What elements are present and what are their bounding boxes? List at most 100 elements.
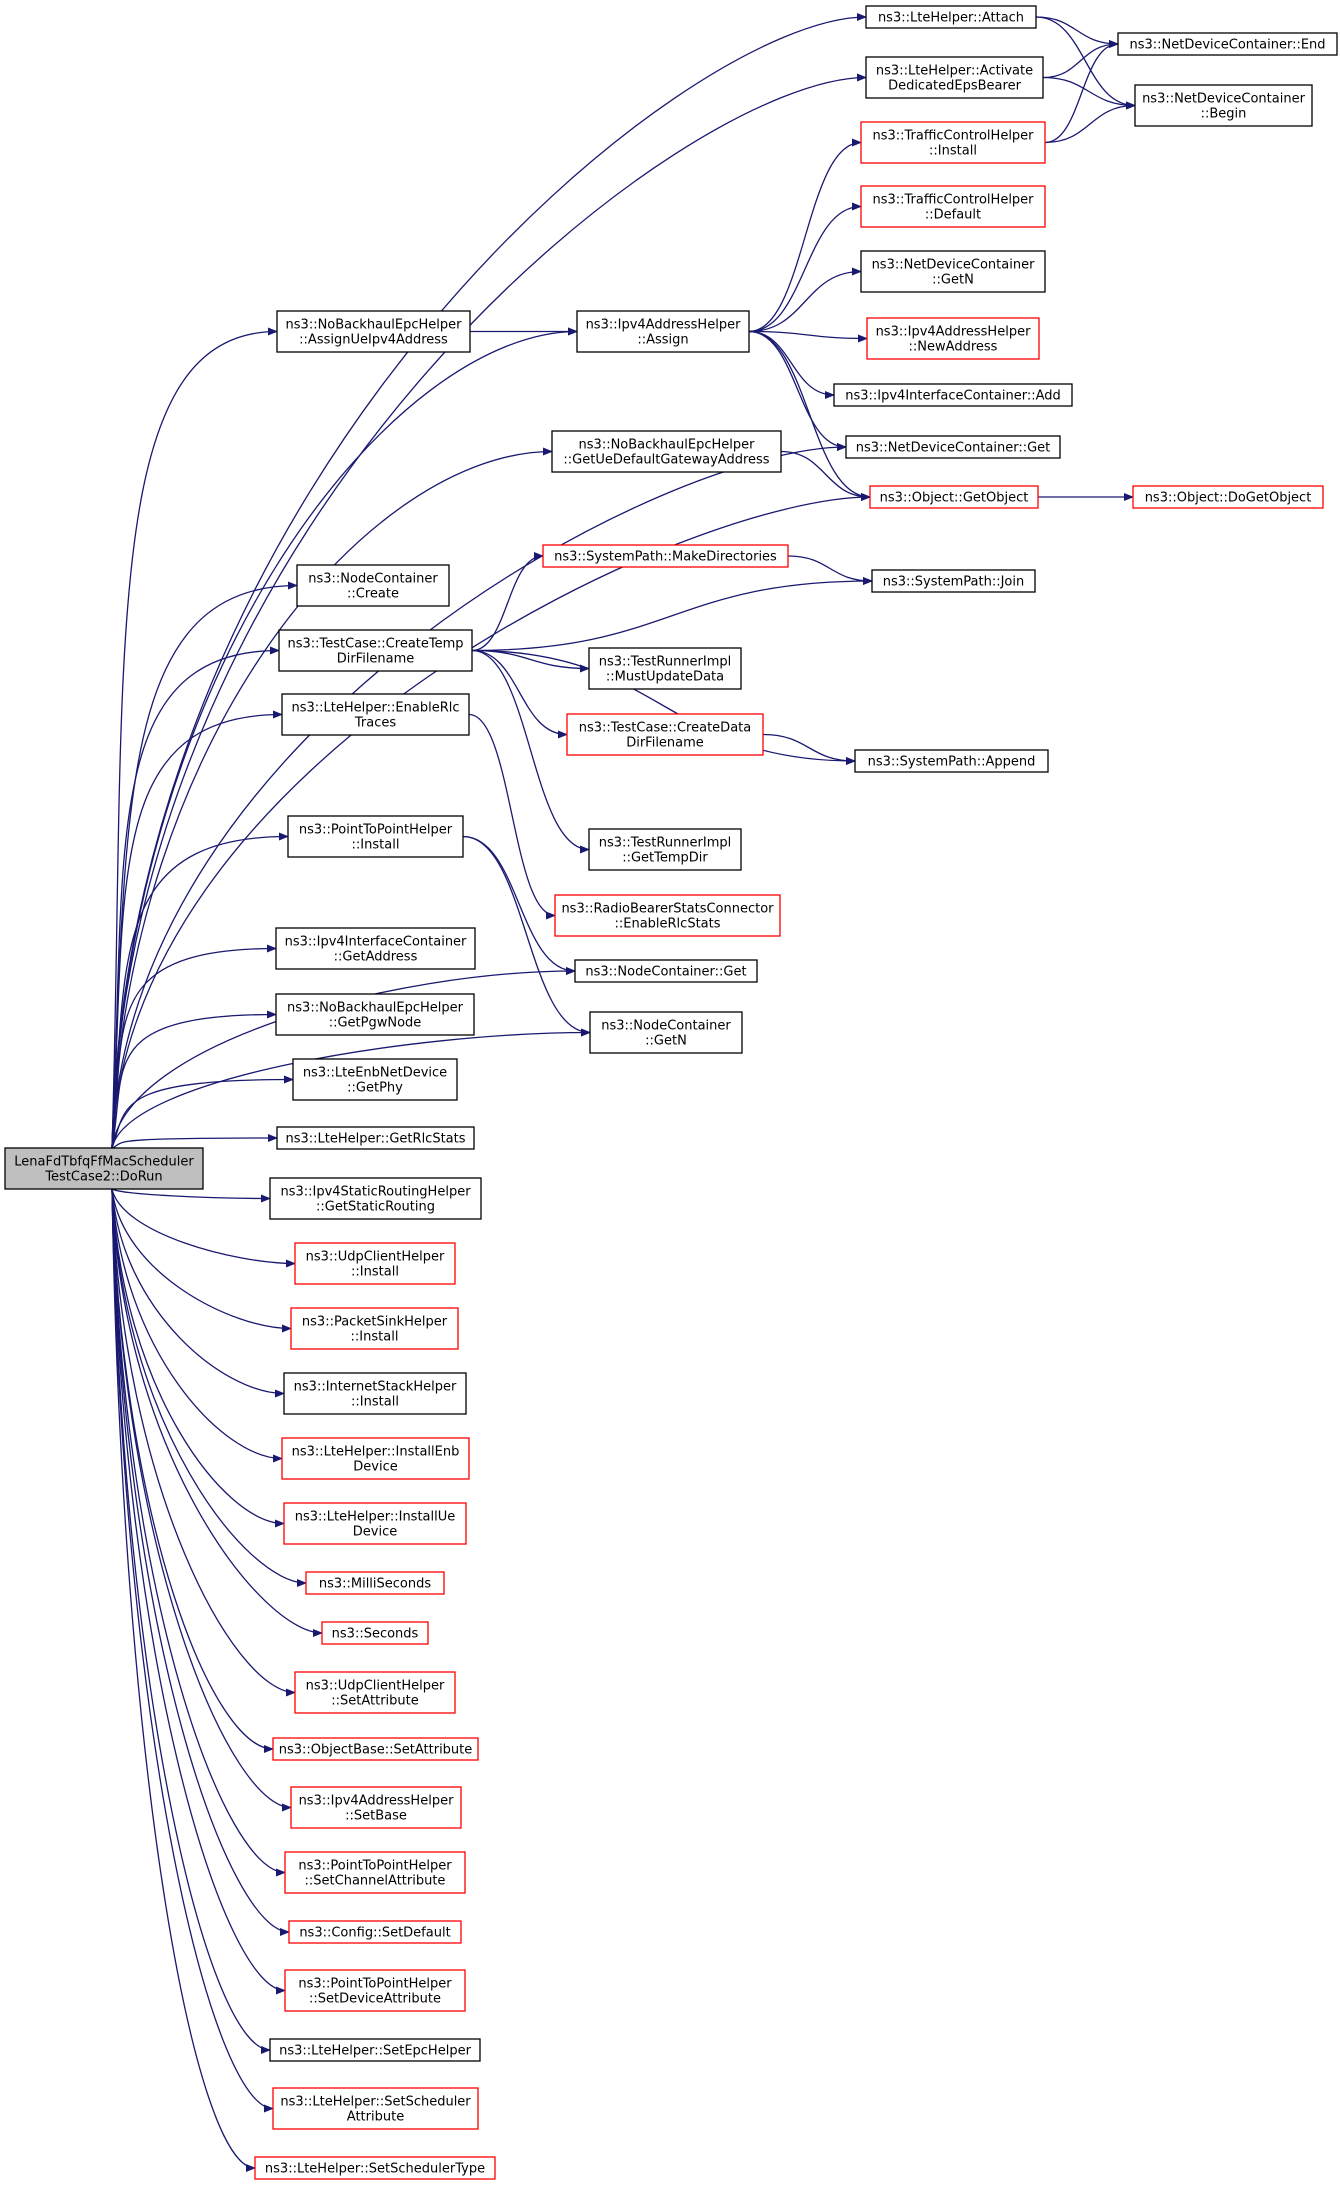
node-rbsc[interactable]: ns3::RadioBearerStatsConnector::EnableRl…	[554, 894, 781, 937]
node-tchinstall[interactable]: ns3::TrafficControlHelper::Install	[860, 121, 1046, 164]
edge-ipv4assign-to-tchinstall	[748, 138, 862, 333]
node-label: ns3::NodeContainer	[601, 1019, 731, 1034]
edge-attach-to-ndcbegin	[1035, 16, 1136, 110]
node-append[interactable]: ns3::SystemPath::Append	[854, 749, 1049, 773]
node-ipv4assign[interactable]: ns3::Ipv4AddressHelper::Assign	[576, 310, 750, 353]
node-setschedtype[interactable]: ns3::LteHelper::SetSchedulerType	[254, 2156, 496, 2180]
node-label: ns3::LteHelper::EnableRlc	[292, 701, 460, 716]
edge-root-to-psinstall	[111, 1188, 292, 1333]
node-setchanattr[interactable]: ns3::PointToPointHelper::SetChannelAttri…	[284, 1851, 466, 1894]
node-box	[272, 1737, 479, 1761]
node-box	[284, 1969, 466, 2012]
node-box	[554, 894, 781, 937]
node-p2pinstall[interactable]: ns3::PointToPointHelper::Install	[287, 815, 464, 858]
node-setepc[interactable]: ns3::LteHelper::SetEpcHelper	[269, 2038, 481, 2062]
node-label: ns3::SystemPath::MakeDirectories	[554, 550, 777, 565]
node-label: ns3::Config::SetDefault	[299, 1926, 450, 1941]
node-label: ::Assign	[637, 333, 688, 348]
node-box	[275, 993, 475, 1036]
node-label: ns3::Ipv4InterfaceContainer::Add	[845, 389, 1061, 404]
edge-root-to-setchanattr	[111, 1188, 286, 1877]
edge-root-to-ncgetn	[111, 1028, 591, 1149]
edge-root-to-getphy	[111, 1075, 294, 1149]
edge-root-to-millis	[111, 1188, 307, 1587]
node-label: ns3::PacketSinkHelper	[302, 1315, 448, 1330]
node-box	[588, 828, 742, 871]
edge-root-to-getrlcstats	[111, 1134, 278, 1149]
node-activate[interactable]: ns3::LteHelper::ActivateDedicatedEpsBear…	[865, 56, 1044, 99]
node-label: ns3::NoBackhaulEpcHelper	[286, 318, 463, 333]
node-getuegw[interactable]: ns3::NoBackhaulEpcHelper::GetUeDefaultGa…	[551, 430, 782, 473]
node-label: ns3::TestRunnerImpl	[599, 836, 732, 851]
node-label: ::GetUeDefaultGatewayAddress	[563, 453, 769, 468]
node-box	[296, 564, 450, 607]
node-label: ns3::NodeContainer::Get	[585, 965, 746, 980]
edge-root-to-seconds	[111, 1188, 323, 1637]
node-iicgetaddr[interactable]: ns3::Ipv4InterfaceContainer::GetAddress	[275, 927, 476, 970]
node-box	[283, 1372, 467, 1415]
node-makedirs[interactable]: ns3::SystemPath::MakeDirectories	[542, 544, 789, 568]
node-seconds[interactable]: ns3::Seconds	[321, 1621, 429, 1645]
node-millis[interactable]: ns3::MilliSeconds	[305, 1571, 445, 1595]
node-join[interactable]: ns3::SystemPath::Join	[871, 569, 1036, 593]
node-label: ns3::Ipv4AddressHelper	[299, 1794, 455, 1809]
node-udpinstall[interactable]: ns3::UdpClientHelper::Install	[294, 1242, 456, 1285]
node-setdefault[interactable]: ns3::Config::SetDefault	[288, 1920, 462, 1944]
node-getstaticrouting[interactable]: ns3::Ipv4StaticRoutingHelper::GetStaticR…	[269, 1177, 482, 1220]
node-label: ns3::SystemPath::Join	[883, 575, 1024, 590]
node-box	[288, 1920, 462, 1944]
edge-root-to-iicgetaddr	[111, 944, 277, 1149]
node-label: ::SetDeviceAttribute	[309, 1992, 441, 2007]
node-ncgetn[interactable]: ns3::NodeContainer::GetN	[589, 1011, 743, 1054]
node-box	[1117, 32, 1338, 56]
node-tchdefault[interactable]: ns3::TrafficControlHelper::Default	[860, 185, 1046, 228]
node-getobject[interactable]: ns3::Object::GetObject	[869, 485, 1039, 509]
node-obsetattr[interactable]: ns3::ObjectBase::SetAttribute	[272, 1737, 479, 1761]
node-setdevattr[interactable]: ns3::PointToPointHelper::SetDeviceAttrib…	[284, 1969, 466, 2012]
node-label: ns3::LteHelper::InstallEnb	[292, 1445, 460, 1460]
node-gettempdir[interactable]: ns3::TestRunnerImpl::GetTempDir	[588, 828, 742, 871]
node-mustupdate[interactable]: ns3::TestRunnerImpl::MustUpdateData	[588, 647, 742, 690]
node-attach[interactable]: ns3::LteHelper::Attach	[865, 5, 1037, 29]
node-box	[1132, 485, 1324, 509]
node-psinstall[interactable]: ns3::PacketSinkHelper::Install	[290, 1307, 459, 1350]
node-assignue[interactable]: ns3::NoBackhaulEpcHelper::AssignUeIpv4Ad…	[276, 310, 471, 353]
node-getrlcstats[interactable]: ns3::LteHelper::GetRlcStats	[276, 1126, 475, 1150]
edge-ipv4assign-to-ndcget	[748, 330, 847, 451]
edge-ipv4assign-to-tchdefault	[748, 202, 862, 333]
node-ishinstall[interactable]: ns3::InternetStackHelper::Install	[283, 1372, 467, 1415]
node-label: ns3::Ipv4AddressHelper	[876, 325, 1032, 340]
node-udpsetattr[interactable]: ns3::UdpClientHelper::SetAttribute	[294, 1671, 456, 1714]
node-ndcget[interactable]: ns3::NetDeviceContainer::Get	[845, 435, 1061, 459]
node-box	[290, 1786, 462, 1829]
node-ndcgetn[interactable]: ns3::NetDeviceContainer::GetN	[860, 250, 1046, 293]
node-dogetobject[interactable]: ns3::Object::DoGetObject	[1132, 485, 1324, 509]
node-iicadd[interactable]: ns3::Ipv4InterfaceContainer::Add	[833, 383, 1073, 407]
node-getphy[interactable]: ns3::LteEnbNetDevice::GetPhy	[292, 1058, 458, 1101]
node-label: ns3::TestRunnerImpl	[599, 655, 732, 670]
node-label: ns3::TrafficControlHelper	[872, 129, 1034, 144]
node-label: ns3::UdpClientHelper	[306, 1679, 445, 1694]
edge-root-to-createtemp	[111, 646, 280, 1149]
node-nccreate[interactable]: ns3::NodeContainer::Create	[296, 564, 450, 607]
node-box	[833, 383, 1073, 407]
node-ndcend[interactable]: ns3::NetDeviceContainer::End	[1117, 32, 1338, 56]
node-ncget[interactable]: ns3::NodeContainer::Get	[574, 959, 758, 983]
node-newaddress[interactable]: ns3::Ipv4AddressHelper::NewAddress	[866, 317, 1040, 360]
node-box	[576, 310, 750, 353]
edge-root-to-setbase	[111, 1188, 292, 1812]
edge-enablerlc-to-rbsc	[468, 713, 556, 920]
node-getpgw[interactable]: ns3::NoBackhaulEpcHelper::GetPgwNode	[275, 993, 475, 1036]
node-box	[290, 1307, 459, 1350]
node-label: ::NewAddress	[909, 340, 998, 355]
node-ndcbegin[interactable]: ns3::NetDeviceContainer::Begin	[1134, 84, 1313, 127]
node-setbase[interactable]: ns3::Ipv4AddressHelper::SetBase	[290, 1786, 462, 1829]
